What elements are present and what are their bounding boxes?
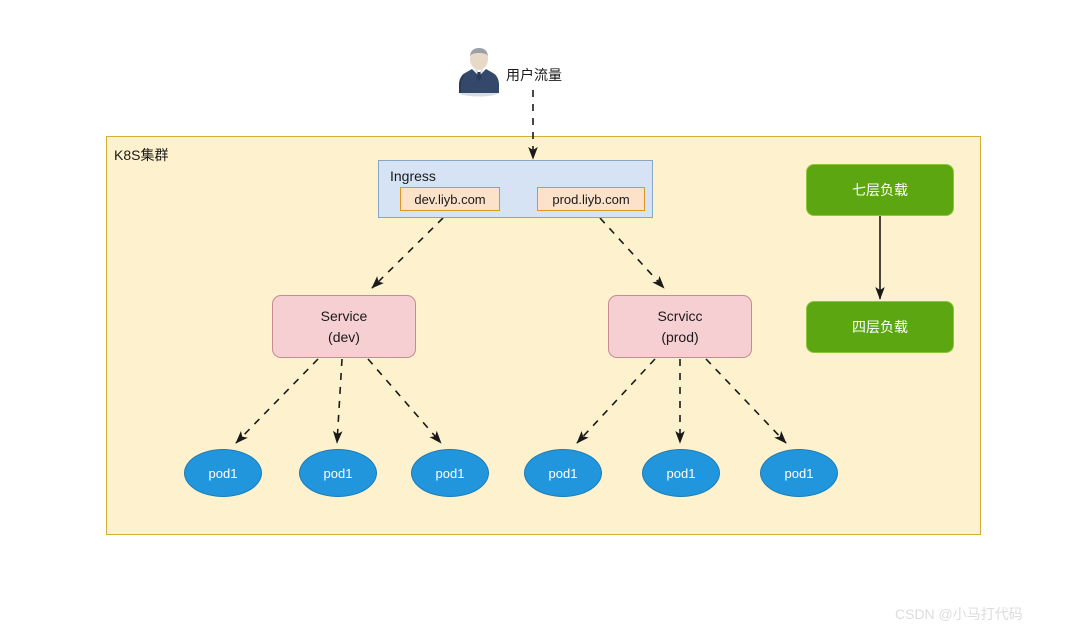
service-dev-name: Service: [320, 308, 368, 325]
pod-node[interactable]: pod1: [411, 449, 489, 497]
pod-node[interactable]: pod1: [760, 449, 838, 497]
ingress-host-dev[interactable]: dev.liyb.com: [400, 187, 500, 211]
watermark-label: CSDN @小马打代码: [895, 606, 1023, 622]
pod-node[interactable]: pod1: [642, 449, 720, 497]
service-dev-node[interactable]: Service (dev): [272, 295, 416, 358]
service-dev-env: (dev): [328, 328, 360, 345]
layer7-load-balancer-box[interactable]: 七层负载: [806, 164, 954, 216]
ingress-host-prod[interactable]: prod.liyb.com: [537, 187, 645, 211]
pod-node[interactable]: pod1: [524, 449, 602, 497]
service-prod-name: Scrvicc: [657, 308, 703, 325]
ingress-title: Ingress: [390, 168, 436, 184]
pod-node[interactable]: pod1: [299, 449, 377, 497]
businessman-avatar-icon: [459, 48, 499, 97]
layer4-load-balancer-box[interactable]: 四层负载: [806, 301, 954, 353]
k8s-cluster-label: K8S集群: [114, 147, 169, 163]
service-prod-env: (prod): [661, 328, 699, 345]
service-prod-node[interactable]: Scrvicc (prod): [608, 295, 752, 358]
pod-node[interactable]: pod1: [184, 449, 262, 497]
user-traffic-label: 用户流量: [506, 67, 562, 83]
